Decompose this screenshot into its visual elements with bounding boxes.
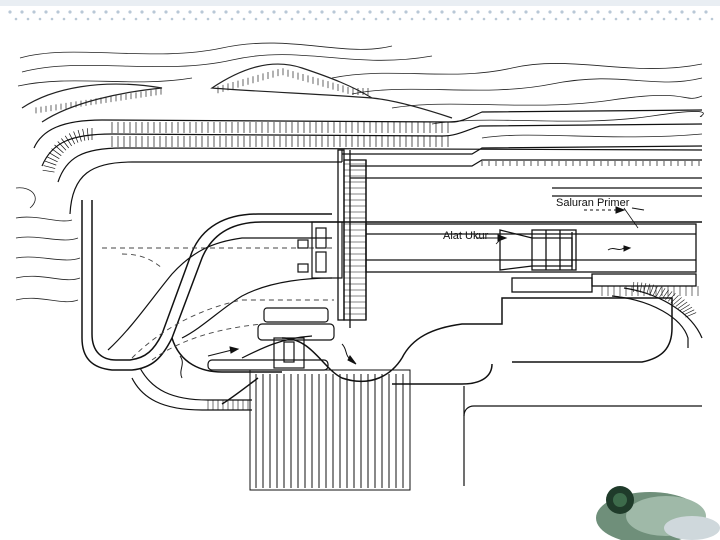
hill-mounds <box>21 63 453 123</box>
intake-structure-diagram <box>12 38 706 498</box>
dashed-flow-lines <box>102 247 334 361</box>
corner-decoration <box>596 486 720 540</box>
primary-canal <box>365 223 697 293</box>
hill-hatching <box>35 68 369 114</box>
alat-ukur-label: Alat Ukur <box>443 230 489 242</box>
saluran-primer-label: Saluran Primer <box>556 197 630 209</box>
pump-mechanism <box>207 221 343 371</box>
canal-top-walls <box>342 145 703 197</box>
intake-basin <box>81 200 702 405</box>
flow-guides <box>107 237 333 359</box>
lower-hatching <box>207 282 699 410</box>
foundation-piles <box>249 369 411 491</box>
terrain-contours <box>15 42 704 303</box>
lower-embankment <box>131 287 703 486</box>
embankment-hatching <box>42 122 700 173</box>
flow-arrows <box>179 206 645 379</box>
upper-embankment <box>33 109 703 215</box>
label-leaders <box>495 207 639 245</box>
gate-hatching <box>344 163 366 315</box>
